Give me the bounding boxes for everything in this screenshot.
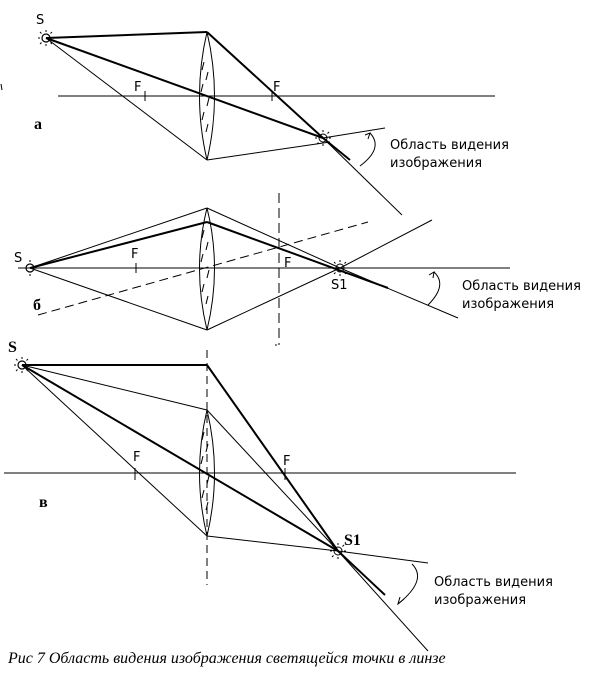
image-label-b: S1 — [331, 278, 348, 293]
focus-label-left-c: F — [133, 450, 140, 465]
lens-hatch-a — [200, 61, 210, 133]
viewing-arc-b — [427, 271, 441, 306]
rays-b — [29, 207, 459, 331]
region-label-c-line1: Область видения — [434, 575, 553, 590]
source-point-a — [38, 30, 54, 46]
viewing-arc-arrow-c — [397, 596, 405, 606]
image-point-c — [330, 543, 346, 559]
auxiliary-axis-b — [37, 221, 369, 316]
figure-caption: Рис 7 Область видения изображения светящ… — [8, 650, 446, 667]
focus-label-left-b: F — [131, 247, 138, 262]
focus-label-right-a: F — [273, 80, 280, 95]
viewing-arc-a — [359, 132, 376, 167]
source-label-b: S — [14, 251, 22, 266]
focus-label-left-a: F — [134, 80, 141, 95]
region-label-b-line1: Область видения — [462, 279, 581, 294]
panel-label-b: б — [33, 297, 41, 314]
source-label-c: S — [8, 339, 17, 356]
viewing-arc-c — [397, 563, 419, 605]
image-point-b — [332, 260, 348, 276]
stray-mark — [0, 83, 3, 91]
source-point-b — [22, 260, 38, 276]
source-label-a: S — [36, 13, 44, 28]
diagram-a: S F F а Область видения изображения — [34, 13, 509, 216]
source-point-c — [14, 357, 30, 373]
region-label-b-line2: изображения — [462, 297, 554, 312]
diagram-b: S F F S1 б Область видения изображения — [14, 193, 581, 346]
diagram-c: S F F S1 в Область видения изображения — [4, 339, 553, 652]
focus-label-right-b: F — [284, 256, 291, 271]
viewing-arc-arrow-b — [428, 271, 435, 279]
panel-label-a: а — [34, 116, 42, 133]
region-label-c-line2: изображения — [434, 593, 526, 608]
rays-c — [21, 364, 429, 652]
image-point-a — [315, 130, 331, 146]
panel-label-c: в — [39, 494, 48, 511]
viewing-arc-arrow-a — [364, 132, 371, 140]
lens-hatch-b — [200, 229, 210, 305]
image-label-c: S1 — [344, 532, 361, 549]
region-label-a-line2: изображения — [390, 156, 482, 171]
focus-label-right-c: F — [283, 454, 290, 469]
rays-a — [45, 31, 403, 216]
region-label-a-line1: Область видения — [390, 138, 509, 153]
lens-hatch-c — [200, 431, 210, 511]
